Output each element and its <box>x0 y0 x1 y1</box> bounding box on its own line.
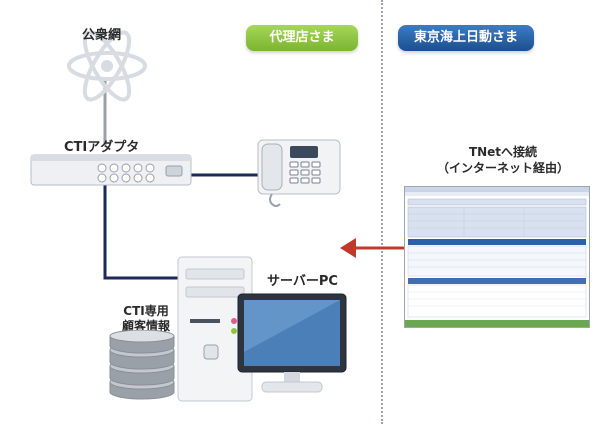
server-pc-label: サーバーPC <box>267 274 338 289</box>
database-icon <box>109 330 175 400</box>
cti-adapter-device <box>30 154 192 186</box>
tnet-label: TNetへ接続 （インターネット経由） <box>428 144 578 176</box>
insurer-badge: 東京海上日動さま <box>398 25 534 51</box>
agent-badge: 代理店さま <box>246 25 358 51</box>
cti-customer-db-label-line2: 顧客情報 <box>122 319 171 333</box>
tnet-label-line1: TNetへ接続 <box>468 145 538 159</box>
public-network-label: 公衆網 <box>82 28 122 43</box>
section-divider <box>381 0 383 424</box>
monitor-icon <box>237 293 347 393</box>
cti-customer-db-label: CTI専用 顧客情報 <box>122 304 170 334</box>
telephone-icon <box>257 139 341 207</box>
tnet-label-line2: （インターネット経由） <box>436 161 569 175</box>
cti-customer-db-label-line1: CTI専用 <box>123 304 169 318</box>
atom-network-icon <box>67 30 147 102</box>
tnet-screen-thumbnail <box>404 186 590 328</box>
cti-adapter-label: CTIアダプタ <box>64 140 140 155</box>
adapter-to-server-line <box>103 185 182 280</box>
